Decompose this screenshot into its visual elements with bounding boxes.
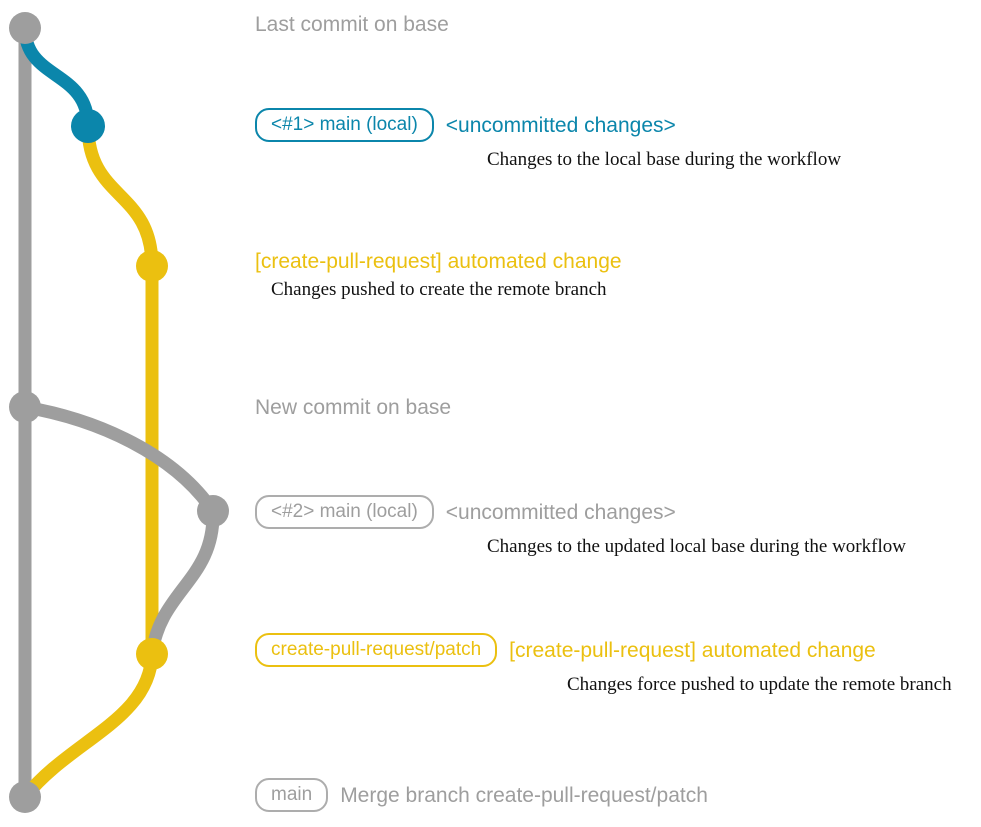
commit-subject-merge: Merge branch create-pull-request/patch <box>340 783 708 807</box>
row-header: New commit on base <box>255 397 451 418</box>
commit-note-1: Changes to the local base during the wor… <box>487 149 842 170</box>
graph-row-commit-4: create-pull-request/patch [create-pull-r… <box>255 633 952 696</box>
commit-subject-1: <uncommitted changes> <box>445 113 676 137</box>
edge-base-to-local1 <box>18 21 95 133</box>
commit-node-base-new[interactable] <box>9 391 41 423</box>
row-header: create-pull-request/patch [create-pull-r… <box>255 633 876 667</box>
graph-row-new-commit: New commit on base <box>255 397 451 418</box>
row-header: [create-pull-request] automated change <box>255 251 622 272</box>
branch-badge-main[interactable]: main <box>255 778 329 812</box>
edge-basenew-to-local2 <box>18 400 220 518</box>
edge-patch2-to-merge <box>18 647 159 804</box>
commit-subject-3: <uncommitted changes> <box>445 500 676 524</box>
graph-row-commit-2: [create-pull-request] automated change C… <box>255 251 622 301</box>
commit-node-patch-1[interactable] <box>136 250 168 282</box>
graph-row-commit-1: <#1> main (local) <uncommitted changes> … <box>255 108 841 171</box>
commit-subject-4: [create-pull-request] automated change <box>509 638 876 662</box>
graph-row-last-commit: Last commit on base <box>255 14 449 35</box>
commit-note-2: Changes pushed to create the remote bran… <box>271 279 607 300</box>
row-header: main Merge branch create-pull-request/pa… <box>255 778 708 812</box>
branch-badge-main-local-1[interactable]: <#1> main (local) <box>255 108 434 142</box>
graph-row-commit-3: <#2> main (local) <uncommitted changes> … <box>255 495 906 558</box>
commit-node-base-head[interactable] <box>9 12 41 44</box>
commit-node-patch-2[interactable] <box>136 638 168 670</box>
commit-note-4: Changes force pushed to update the remot… <box>567 674 952 695</box>
commit-node-local-1[interactable] <box>71 109 105 143</box>
row-header: <#2> main (local) <uncommitted changes> <box>255 495 676 529</box>
graph-row-merge: main Merge branch create-pull-request/pa… <box>255 778 708 812</box>
commit-note-3: Changes to the updated local base during… <box>487 536 906 557</box>
commit-graph <box>9 12 229 813</box>
commit-node-merge[interactable] <box>9 781 41 813</box>
edge-local2-to-patch2 <box>145 504 220 661</box>
new-commit-label: New commit on base <box>255 396 452 419</box>
last-commit-label: Last commit on base <box>255 13 449 36</box>
edge-local1-to-patch1 <box>81 119 159 273</box>
commit-node-local-2[interactable] <box>197 495 229 527</box>
commit-subject-2: [create-pull-request] automated change <box>255 250 622 273</box>
row-header: <#1> main (local) <uncommitted changes> <box>255 108 676 142</box>
branch-badge-create-pull-request-patch[interactable]: create-pull-request/patch <box>255 633 498 667</box>
row-header: Last commit on base <box>255 14 449 35</box>
branch-badge-main-local-2[interactable]: <#2> main (local) <box>255 495 434 529</box>
